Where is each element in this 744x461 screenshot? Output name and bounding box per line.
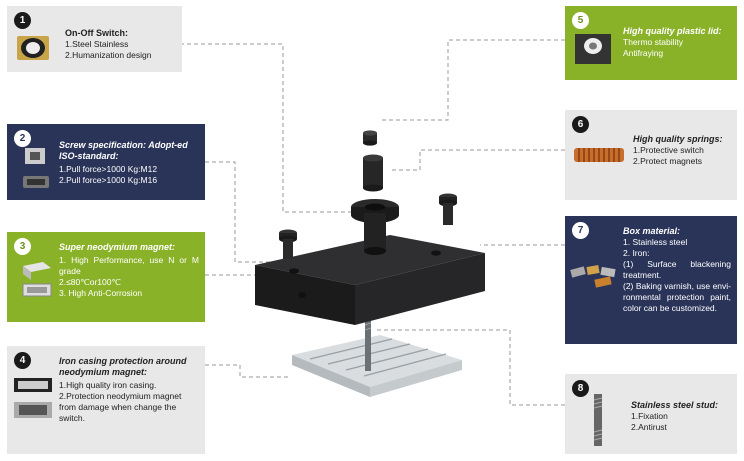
connector-1 xyxy=(180,43,355,213)
mounting-plate xyxy=(292,335,462,397)
card-number: 7 xyxy=(572,222,589,239)
plastic-lid-icon xyxy=(573,28,613,73)
card-line: 2.Protect magnets xyxy=(633,156,702,166)
card-number: 4 xyxy=(14,352,31,369)
card-stainless-steel-stud: 8 Stainless steel stud: 1.Fixation 2.Ant… xyxy=(565,374,737,454)
card-title: Screw specification: Adopt-ed ISO-standa… xyxy=(59,140,188,161)
card-line: 1.Protective switch xyxy=(633,145,704,155)
spring-sleeve xyxy=(363,154,383,192)
switch-knob-icon xyxy=(15,32,51,67)
card-line: 1.Pull force>1000 Kg:M12 xyxy=(59,164,158,174)
card-number: 3 xyxy=(14,238,31,255)
card-line: 1.High quality iron casing. xyxy=(59,380,157,390)
card-title: High quality springs: xyxy=(633,134,723,144)
connector-2 xyxy=(205,161,283,263)
card-line: 2. Iron: xyxy=(623,248,650,258)
magnet-block-icon xyxy=(21,258,53,303)
card-on-off-switch: 1 On-Off Switch: 1.Steel Stainless 2.Hum… xyxy=(7,6,182,72)
connector-6 xyxy=(390,149,565,171)
card-line: 2.Humanization design xyxy=(65,50,152,60)
card-line: (1) Surface blackening treatment. xyxy=(623,259,731,280)
card-line: 1.Steel Stainless xyxy=(65,39,129,49)
card-number: 5 xyxy=(572,12,589,29)
card-screw-specification: 2 Screw specification: Adopt-ed ISO-stan… xyxy=(7,124,205,200)
card-line: 3. High Anti-Corrosion xyxy=(59,288,143,298)
stud-icon xyxy=(591,392,605,453)
card-title: On-Off Switch: xyxy=(65,28,128,38)
box-parts-icon xyxy=(569,262,619,295)
screw-left xyxy=(279,229,297,259)
card-line: 2.Pull force>1000 Kg:M16 xyxy=(59,175,158,185)
screw-right xyxy=(439,193,457,225)
card-super-neodymium-magnet: 3 Super neodymium magnet: 1. High Perfor… xyxy=(7,232,205,322)
spring-icon xyxy=(573,146,625,169)
card-line: (2) Baking varnish, use envi-ronmental p… xyxy=(623,281,731,313)
connector-4 xyxy=(205,364,290,378)
card-line: 2.Antirust xyxy=(631,422,667,432)
iron-casing-icon xyxy=(13,376,53,431)
card-title: High quality plastic lid: xyxy=(623,26,722,36)
screw-icon xyxy=(21,146,51,201)
connector-5 xyxy=(380,39,565,121)
switch-housing xyxy=(351,199,399,255)
product-exploded-view xyxy=(255,130,485,397)
card-plastic-lid: 5 High quality plastic lid: Thermo stabi… xyxy=(565,6,737,80)
card-springs: 6 High quality springs: 1.Protective swi… xyxy=(565,110,737,200)
card-line: Thermo stability xyxy=(623,37,683,47)
card-line: 1. Stainless steel xyxy=(623,237,688,247)
card-line: 2.Protection neodymium magnet from damag… xyxy=(59,391,182,423)
plastic-lid xyxy=(363,130,377,146)
magnet-box xyxy=(255,235,485,325)
card-number: 2 xyxy=(14,130,31,147)
card-title: Iron casing protection around neodymium … xyxy=(59,356,187,377)
card-title: Box material: xyxy=(623,226,681,236)
card-number: 6 xyxy=(572,116,589,133)
card-number: 1 xyxy=(14,12,31,29)
card-line: Antifraying xyxy=(623,48,664,58)
connector-8 xyxy=(375,329,565,406)
card-title: Super neodymium magnet: xyxy=(59,242,176,252)
card-number: 8 xyxy=(572,380,589,397)
card-iron-casing: 4 Iron casing protection around neodymiu… xyxy=(7,346,205,454)
card-line: 1. High Performance, use N or M grade xyxy=(59,255,199,276)
card-title: Stainless steel stud: xyxy=(631,400,719,410)
card-line: 1.Fixation xyxy=(631,411,668,421)
card-line: 2.≤80℃or100℃ xyxy=(59,277,122,287)
card-box-material: 7 Box material: 1. Stainless steel 2. Ir… xyxy=(565,216,737,344)
